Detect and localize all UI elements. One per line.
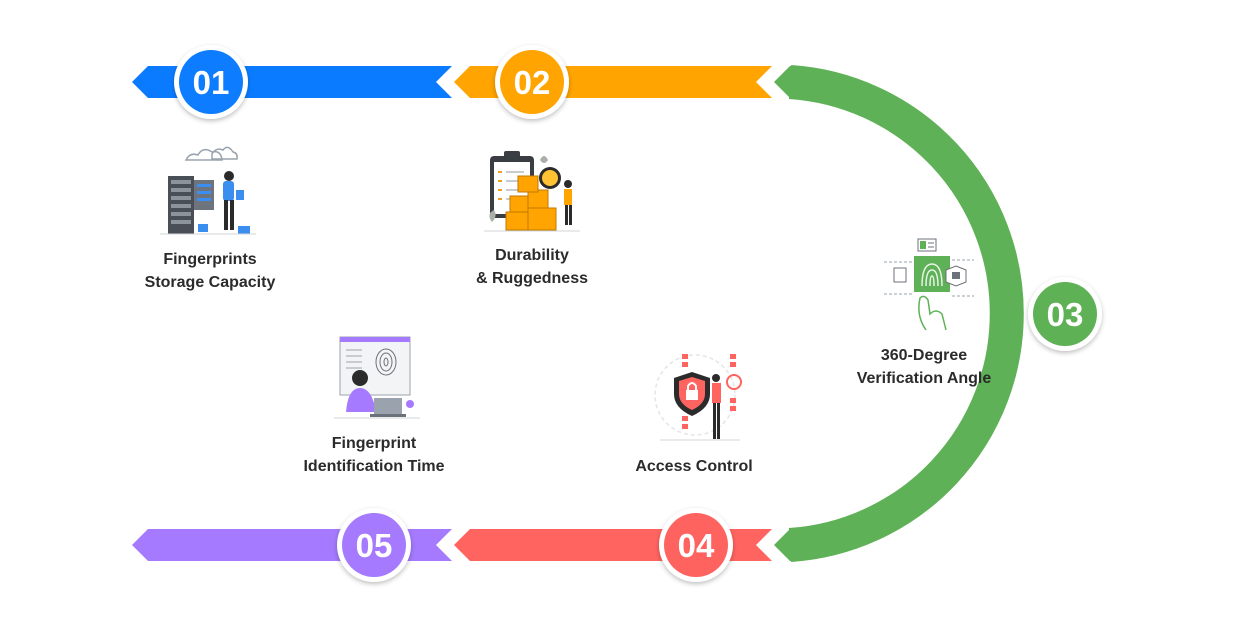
security-shield-icon <box>654 354 742 441</box>
step-number-02: 02 <box>514 64 551 101</box>
step-badge-02 <box>495 45 569 119</box>
step-badge-05 <box>337 508 411 582</box>
step-label-01-line2: Storage Capacity <box>144 274 276 291</box>
track-arc-green <box>788 65 1024 562</box>
step-label-02-line2: & Ruggedness <box>475 270 588 287</box>
quality-boxes-icon <box>484 151 580 232</box>
track-segment-green-bottom <box>774 529 800 561</box>
step-number-01: 01 <box>193 64 230 101</box>
step-label-03-line2: Verification Angle <box>856 370 992 387</box>
step-badge-01 <box>174 45 248 119</box>
step-label-04: Access Control <box>594 455 794 478</box>
fingerprint-scan-icon <box>884 238 974 331</box>
step-label-05: Fingerprint Identification Time <box>274 432 474 478</box>
step-badge-04 <box>659 508 733 582</box>
step-label-01-line1: Fingerprints <box>163 251 257 268</box>
track-segment-green-top <box>774 66 800 98</box>
step-number-04: 04 <box>678 527 715 564</box>
step-label-02: Durability & Ruggedness <box>432 244 632 290</box>
step-label-03: 360-Degree Verification Angle <box>824 344 1024 390</box>
fingerprint-laptop-icon <box>334 336 420 419</box>
step-number-03: 03 <box>1047 296 1084 333</box>
step-label-01: Fingerprints Storage Capacity <box>110 248 310 294</box>
step-label-03-line1: 360-Degree <box>880 347 968 364</box>
step-label-04-line1: Access Control <box>635 458 753 475</box>
step-badge-03 <box>1028 277 1102 351</box>
step-label-02-line1: Durability <box>495 247 569 264</box>
step-label-05-line2: Identification Time <box>303 458 445 475</box>
step-label-05-line1: Fingerprint <box>331 435 417 452</box>
step-number-05: 05 <box>356 527 393 564</box>
server-storage-icon <box>160 146 256 235</box>
